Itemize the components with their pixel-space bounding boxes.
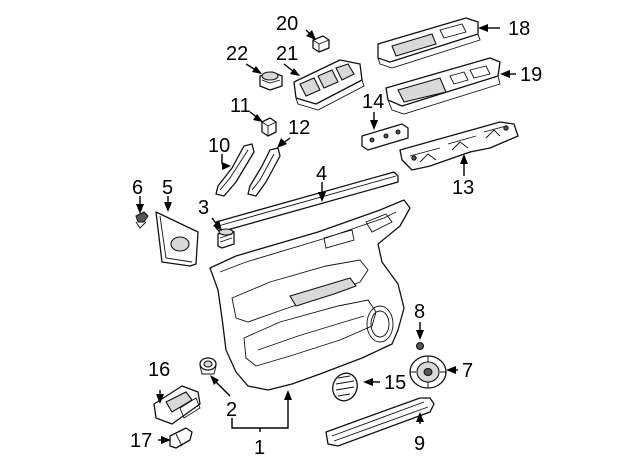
leader-lines	[136, 24, 516, 444]
callout-20: 20	[276, 13, 298, 35]
part-12-handle-cover	[247, 147, 281, 197]
callout-11: 11	[230, 95, 251, 117]
callout-8: 8	[414, 301, 425, 323]
callout-4: 4	[316, 163, 327, 185]
part-7-speaker	[409, 355, 447, 389]
part-1-door-panel	[209, 199, 411, 391]
callout-19: 19	[520, 64, 542, 86]
part-9-seal-strip	[325, 397, 435, 447]
callout-14: 14	[362, 91, 384, 113]
callout-15: 15	[384, 372, 406, 394]
callout-21: 21	[276, 43, 298, 65]
callout-17: 17	[130, 430, 152, 452]
callout-12: 12	[288, 117, 310, 139]
part-11-clip	[261, 117, 277, 137]
part-21-window-switch	[293, 59, 365, 111]
callout-2: 2	[226, 399, 237, 421]
callout-1: 1	[254, 437, 265, 459]
callout-7: 7	[462, 360, 473, 382]
part-15-speaker-grille	[332, 372, 358, 402]
part-10-pull-handle	[215, 143, 255, 197]
callout-labels: 18 19 20 21 22 11 10 12 14 13 4 3 6 5 8 …	[130, 13, 542, 459]
callout-16: 16	[148, 359, 170, 381]
callout-5: 5	[162, 177, 173, 199]
callout-22: 22	[226, 43, 248, 65]
callout-9: 9	[414, 433, 425, 455]
part-5-corner-trim	[155, 211, 199, 267]
part-18-armrest-bezel	[377, 17, 481, 69]
part-13-armrest-frame	[399, 121, 519, 171]
part-6-screw	[135, 211, 149, 229]
part-4-window-rail	[215, 171, 399, 233]
part-22-mirror-switch	[259, 71, 283, 91]
callout-10: 10	[208, 135, 230, 157]
callout-13: 13	[452, 177, 474, 199]
part-16-lamp-housing	[153, 385, 201, 425]
part-17-bulb	[169, 427, 193, 449]
part-3-lock-knob	[217, 228, 235, 249]
part-2-retainer	[199, 357, 217, 375]
callout-18: 18	[508, 18, 530, 40]
callout-6: 6	[132, 177, 143, 199]
part-19-armrest-trim	[385, 57, 501, 115]
part-8-grommet	[416, 342, 424, 350]
part-20-switch	[312, 35, 330, 53]
callout-3: 3	[198, 197, 209, 219]
part-14-bracket	[361, 123, 409, 151]
